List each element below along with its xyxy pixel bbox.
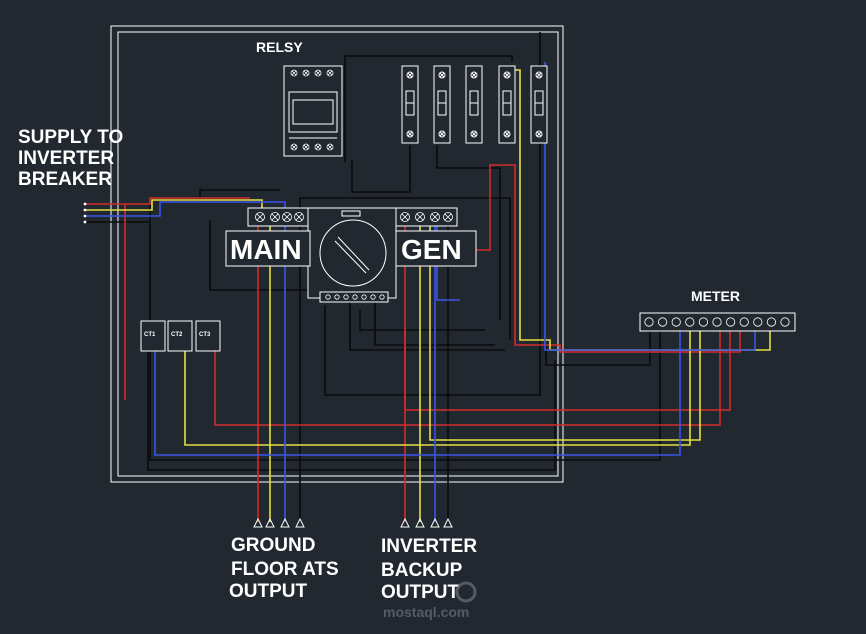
output-arrow (280, 517, 290, 528)
breaker-terminal-bottom (438, 130, 446, 138)
ats-aux-terminal (352, 294, 358, 300)
enclosure (110, 25, 564, 483)
breaker-terminal-top (535, 71, 543, 79)
breaker-terminal-top (503, 71, 511, 79)
ats-aux-terminal (361, 294, 367, 300)
breaker-4 (498, 65, 516, 144)
meter-terminal (657, 317, 668, 327)
ats-main-terminal (255, 212, 265, 222)
meter-terminal (644, 317, 654, 327)
meter-terminal (712, 317, 722, 327)
ats-aux-terminal (379, 294, 385, 300)
relay-terminal-bottom (302, 143, 310, 151)
meter-terminal (671, 317, 681, 327)
meter-terminal (753, 317, 763, 327)
current-transformers (140, 320, 221, 352)
breaker-terminal-top (438, 71, 446, 79)
relay-terminal-top (326, 69, 334, 77)
supply-label-line-2: INVERTER (18, 148, 114, 169)
watermark-logo: mostaql.com (383, 581, 477, 620)
ct3-label: CT3 (199, 332, 211, 338)
ats-gen-terminal (430, 212, 440, 222)
ats-main-terminal (282, 212, 292, 222)
ats-main-terminal (294, 212, 304, 222)
output-arrow (295, 517, 305, 528)
inverter-output-line-3: OUTPUT (381, 582, 460, 603)
breakers (401, 65, 548, 144)
relay-terminal-bottom (314, 143, 322, 151)
breaker-1 (401, 65, 419, 144)
black-wires (85, 32, 661, 522)
output-arrow (265, 517, 275, 528)
supply-label-line-3: BREAKER (18, 169, 112, 190)
breaker-terminal-bottom (535, 130, 543, 138)
ats-aux-terminal (334, 294, 340, 300)
breaker-terminal-bottom (470, 130, 478, 138)
meter-terminal (725, 317, 736, 327)
ct-1 (140, 320, 166, 352)
relay-terminal-top (314, 69, 322, 77)
ats-aux-terminal (325, 294, 331, 300)
breaker-terminal-top (406, 71, 414, 79)
breaker-terminal-bottom (503, 130, 511, 138)
ground-output-line-1: GROUND (231, 535, 315, 556)
inverter-output-line-1: INVERTER (381, 536, 477, 557)
ats-gen-terminal (400, 212, 410, 222)
meter-terminal (698, 317, 709, 327)
relay-terminal-top (302, 69, 310, 77)
output-arrow (253, 517, 263, 528)
breaker-terminal-top (470, 71, 478, 79)
supply-label-line-1: SUPPLY TO (18, 127, 123, 148)
relay-terminal-bottom (326, 143, 334, 151)
meter-terminal (685, 317, 695, 327)
watermark-brand: mostaql.com (383, 604, 469, 620)
inverter-output-line-2: BACKUP (381, 560, 463, 581)
ats-aux-terminal (343, 294, 349, 300)
ats-aux-terminal (370, 294, 376, 300)
ats-gen-terminal (443, 212, 453, 222)
ct1-label: CT1 (144, 332, 156, 338)
supply-terminals (83, 202, 87, 224)
ground-output-line-3: OUTPUT (229, 581, 308, 602)
output-arrow (430, 517, 440, 528)
yellow-wires (85, 69, 771, 522)
output-arrow (415, 517, 425, 528)
output-arrow (400, 517, 410, 528)
relay (283, 65, 343, 157)
meter-label: METER (691, 288, 740, 304)
red-wires (85, 164, 741, 522)
ct-3 (195, 320, 221, 352)
relay-label: RELSY (256, 39, 303, 55)
meter-terminal (780, 317, 790, 327)
main-label: MAIN (230, 234, 302, 265)
ats-gen-terminal (415, 212, 425, 222)
ats-switch (225, 207, 477, 303)
blue-wires (85, 62, 756, 522)
relay-terminals (290, 69, 334, 151)
breaker-3 (465, 65, 483, 144)
ct-2 (167, 320, 193, 352)
relay-terminal-top (290, 69, 298, 77)
breaker-terminal-bottom (406, 130, 414, 138)
output-arrows (253, 517, 453, 528)
relay-terminal-bottom (290, 143, 298, 151)
meter-terminal (739, 317, 749, 327)
meter-terminals (644, 317, 790, 327)
breaker-2 (433, 65, 451, 144)
ct2-label: CT2 (171, 332, 183, 338)
ats-main-terminal (270, 212, 280, 222)
output-arrow (443, 517, 453, 528)
gen-label: GEN (401, 234, 462, 265)
ground-output-line-2: FLOOR ATS (231, 559, 339, 580)
meter-terminal (766, 317, 777, 327)
meter (639, 312, 796, 332)
breaker-5 (530, 65, 548, 144)
ats-terminals (255, 212, 453, 300)
